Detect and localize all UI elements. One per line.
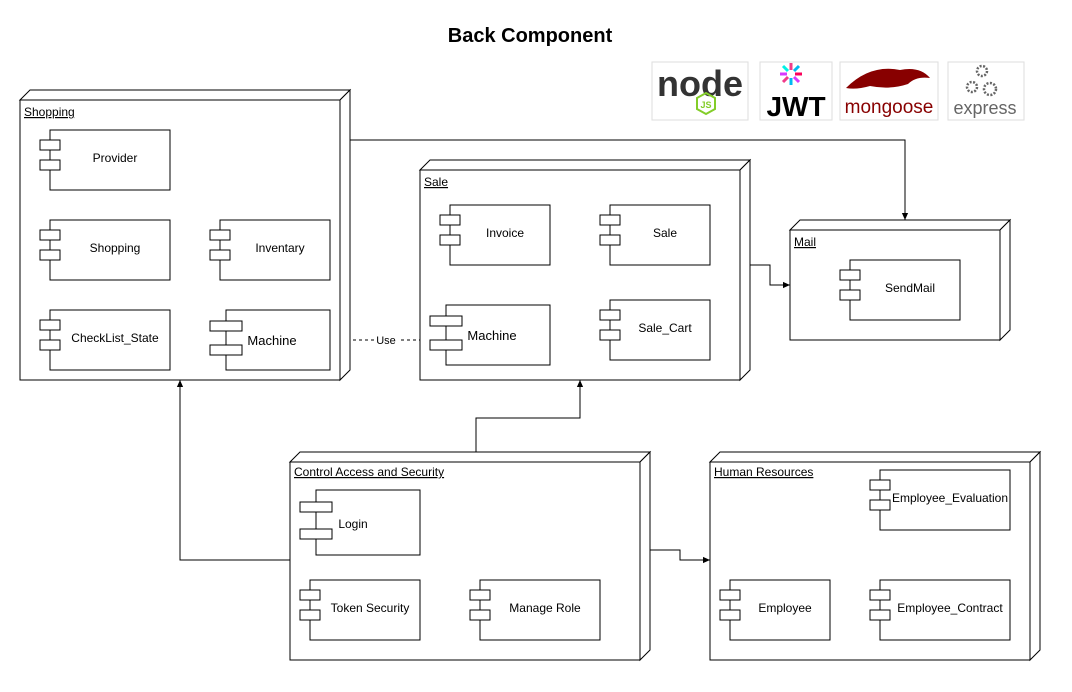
component-manage-role[interactable]: Manage Role: [469, 579, 601, 641]
node-sale-label: Sale: [424, 175, 448, 189]
component-shopping-machine[interactable]: Machine: [209, 309, 331, 371]
component-employee-contract[interactable]: Employee_Contract: [869, 579, 1011, 641]
edge-control-to-hr: [650, 549, 710, 564]
component-login[interactable]: Login: [299, 489, 421, 556]
component-token-security[interactable]: Token Security: [299, 579, 421, 641]
component-inventary-label: Inventary: [255, 241, 304, 255]
component-sale-machine-label: Machine: [467, 328, 516, 343]
component-manage-role-label: Manage Role: [509, 601, 581, 615]
component-employee[interactable]: Employee: [719, 579, 831, 641]
nodejs-js-text: JS: [700, 100, 711, 110]
component-sale-label: Sale: [653, 226, 677, 240]
component-sendmail[interactable]: SendMail: [839, 259, 961, 321]
component-shopping-label: Shopping: [90, 241, 141, 255]
component-sendmail-label: SendMail: [885, 281, 935, 295]
component-token-security-label: Token Security: [331, 601, 410, 615]
edge-sale-to-mail: [750, 264, 790, 289]
component-sale[interactable]: Sale: [599, 204, 711, 266]
node-mail-label: Mail: [794, 235, 816, 249]
component-sale-machine[interactable]: Machine: [429, 304, 551, 366]
node-control-label: Control Access and Security: [294, 465, 444, 479]
component-sale-cart-label: Sale_Cart: [638, 321, 692, 335]
jwt-logo: JWT: [759, 61, 833, 122]
component-employee-label: Employee: [758, 601, 812, 615]
component-invoice[interactable]: Invoice: [439, 204, 551, 266]
nodejs-logo: node JS: [651, 61, 749, 121]
component-shopping[interactable]: Shopping: [39, 219, 171, 281]
nodejs-logo-text: node: [657, 63, 743, 104]
mongoose-logo-text: mongoose: [845, 97, 934, 118]
component-provider-label: Provider: [93, 151, 138, 165]
express-logo: express: [947, 61, 1025, 121]
component-login-label: Login: [338, 517, 367, 531]
component-sale-cart[interactable]: Sale_Cart: [599, 299, 711, 361]
jwt-logo-text: JWT: [766, 91, 825, 122]
component-employee-evaluation-label: Employee_Evaluation: [892, 491, 1008, 505]
component-checklist-state[interactable]: CheckList_State: [39, 309, 171, 371]
diagram-title: Back Component: [448, 25, 613, 47]
component-employee-contract-label: Employee_Contract: [897, 601, 1003, 615]
edge-shopping-to-mail: [340, 139, 909, 220]
component-employee-evaluation[interactable]: Employee_Evaluation: [869, 469, 1011, 531]
express-logo-text: express: [953, 98, 1016, 118]
component-invoice-label: Invoice: [486, 226, 524, 240]
edge-control-to-sale: [475, 380, 584, 452]
component-shopping-machine-label: Machine: [247, 333, 296, 348]
component-provider[interactable]: Provider: [39, 129, 171, 191]
use-label: Use: [376, 335, 396, 347]
node-shopping-label: Shopping: [24, 105, 75, 119]
mongoose-logo: mongoose: [839, 61, 939, 121]
edge-control-to-shopping: [176, 380, 290, 561]
component-checklist-state-label: CheckList_State: [71, 331, 159, 345]
node-hr-label: Human Resources: [714, 465, 813, 479]
component-inventary[interactable]: Inventary: [209, 219, 331, 281]
